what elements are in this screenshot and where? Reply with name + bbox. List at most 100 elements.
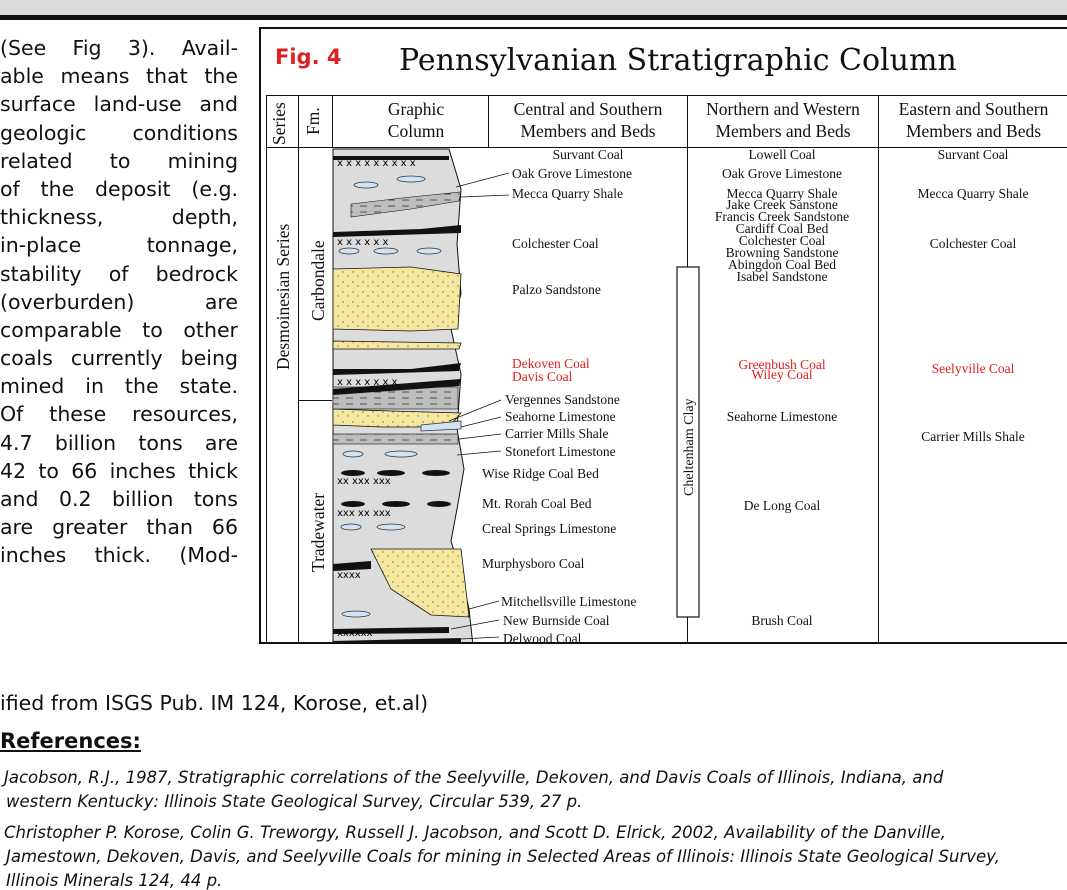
eastern-unit: Mecca Quarry Shale <box>917 186 1029 201</box>
central-unit: Delwood Coal <box>503 631 582 644</box>
northern-unit: Brush Coal <box>751 613 813 628</box>
shale-carrier <box>332 433 459 445</box>
coal-davis <box>333 379 461 395</box>
limestone-mitchellsville <box>341 610 371 618</box>
eastern-unit-highlight: Seelyville Coal <box>931 361 1015 376</box>
underclay-marks: x x x x x x x <box>337 377 398 388</box>
northern-unit: Oak Grove Limestone <box>722 166 842 181</box>
top-banner <box>0 0 1067 20</box>
limestone-stonefort <box>384 450 418 458</box>
northern-unit: Browning Sandstone <box>725 245 839 260</box>
limestone-colchester <box>373 247 399 255</box>
body-text-line: 42 to 66 inches thick <box>0 458 238 483</box>
body-text-line: geologic conditions <box>0 120 238 145</box>
northern-unit: Cardiff Coal Bed <box>735 221 829 236</box>
figure-label: Fig. 4 <box>275 45 342 69</box>
underclay-marks: xx xxx xxx <box>337 476 391 487</box>
header-graphic-column: Graphic Column <box>387 99 445 141</box>
limestone-colchester <box>338 247 360 255</box>
body-text-line: (overburden) are <box>0 289 238 314</box>
body-text-line: and 0.2 billion tons <box>0 487 238 511</box>
body-text-line: in-place tonnage, <box>0 233 238 258</box>
underclay-marks: x x x x x x x x x <box>337 158 416 169</box>
coal-mt-rorah <box>427 501 451 507</box>
leader-line <box>460 194 510 198</box>
body-text-line: comparable to other <box>0 317 238 342</box>
coal-mt-rorah <box>382 501 410 507</box>
coal-delwood <box>333 638 461 642</box>
references-heading: References: <box>0 729 141 753</box>
eastern-unit: Carrier Mills Shale <box>921 429 1025 444</box>
central-unit: Stonefort Limestone <box>505 444 616 459</box>
body-text-line: coals currently being <box>0 346 238 371</box>
central-unit: Murphysboro Coal <box>482 556 585 571</box>
central-unit: Survant Coal <box>552 147 624 162</box>
leader-line <box>458 433 502 440</box>
coal-wise-ridge <box>341 470 365 476</box>
central-unit: Palzo Sandstone <box>512 282 601 297</box>
body-text-line: Of these resources, <box>0 402 238 427</box>
body-text-line: thickness, depth, <box>0 205 238 230</box>
header-bottom-rule <box>266 147 1067 148</box>
formation-boundary <box>298 400 332 401</box>
northern-unit: Colchester Coal <box>738 233 826 248</box>
reference-line: Jacobson, R.J., 1987, Stratigraphic corr… <box>4 768 944 787</box>
northern-unit: Isabel Sandstone <box>736 269 828 284</box>
leader-line <box>460 416 502 428</box>
header-northern: Northern and Western Members and Beds <box>706 99 860 141</box>
body-text-line: are greater than 66 <box>0 515 238 540</box>
reference-line: Illinois Minerals 124, 44 p. <box>6 871 223 890</box>
body-text-line: stability of bedrock <box>0 261 238 286</box>
central-unit: Carrier Mills Shale <box>505 426 609 441</box>
limestone-seahorne <box>420 420 462 432</box>
coal-mt-rorah <box>341 501 365 507</box>
leader-line <box>450 619 500 630</box>
coal-new-burnside <box>333 627 449 634</box>
header-eastern: Eastern and Southern Members and Beds <box>898 99 1049 141</box>
northern-unit: De Long Coal <box>743 498 821 513</box>
shale-mecca <box>350 191 462 218</box>
limestone-colchester <box>416 247 442 255</box>
body-text-line: mined in the state. <box>0 374 238 399</box>
leader-line <box>448 399 502 422</box>
coal-murphysboro <box>333 561 371 571</box>
northern-unit: Mecca Quarry Shale <box>726 186 838 201</box>
coal-wise-ridge <box>422 470 450 476</box>
central-unit-highlight: Davis Coal <box>512 369 573 384</box>
body-paragraph: (See Fig 3). Avail-able means that the su… <box>0 34 238 570</box>
reference-line: Christopher P. Korose, Colin G. Treworgy… <box>4 823 946 842</box>
central-unit: Mitchellsville Limestone <box>501 594 637 609</box>
coal-survant <box>333 156 449 160</box>
sandstone-palzo <box>332 266 462 332</box>
coal-wise-ridge <box>377 470 405 476</box>
body-text-line: surface land-use and <box>0 92 238 117</box>
underclay-marks: xxxxxx <box>337 628 373 639</box>
central-unit-highlight: Dekoven Coal <box>512 356 590 371</box>
central-unit: Oak Grove Limestone <box>512 166 632 181</box>
series-fm-divider <box>298 95 299 642</box>
body-text-line: 4.7 billion tons are <box>0 430 238 455</box>
central-unit: Creal Springs Limestone <box>482 521 617 536</box>
northern-unit: Abingdon Coal Bed <box>728 257 836 272</box>
eastern-unit: Survant Coal <box>937 147 1009 162</box>
graphic-central-divider <box>488 95 489 147</box>
graphic-column-svg: x x x x x x x x x x x x x x x x x x x x … <box>332 148 700 642</box>
body-text-line: of the deposit (e.g. <box>0 176 238 201</box>
northern-unit: Francis Creek Sandstone <box>714 209 850 224</box>
header-central: Central and Southern Members and Beds <box>513 99 663 141</box>
body-text-line: able means that the <box>0 64 238 89</box>
coal-colchester <box>333 225 461 237</box>
central-unit: New Burnside Coal <box>503 613 610 628</box>
reference-line: western Kentucky: Illinois State Geologi… <box>6 792 583 811</box>
leader-line <box>455 172 510 188</box>
body-paragraph-continuation: ified from ISGS Pub. IM 124, Korose, et.… <box>0 691 429 715</box>
sandstone-upper <box>332 340 462 350</box>
sandstone-murphysboro <box>370 548 470 618</box>
limestone-creal-springs <box>376 523 406 531</box>
central-unit: Wise Ridge Coal Bed <box>482 466 599 481</box>
body-text-line: inches thick. (Mod- <box>0 543 238 568</box>
underclay-marks: xxx xx xxx <box>337 508 391 519</box>
northern-unit-highlight: Greenbush Coal <box>738 357 826 372</box>
northern-unit: Seahorne Limestone <box>726 409 838 424</box>
body-text-line: (See Fig 3). Avail- <box>0 36 238 60</box>
